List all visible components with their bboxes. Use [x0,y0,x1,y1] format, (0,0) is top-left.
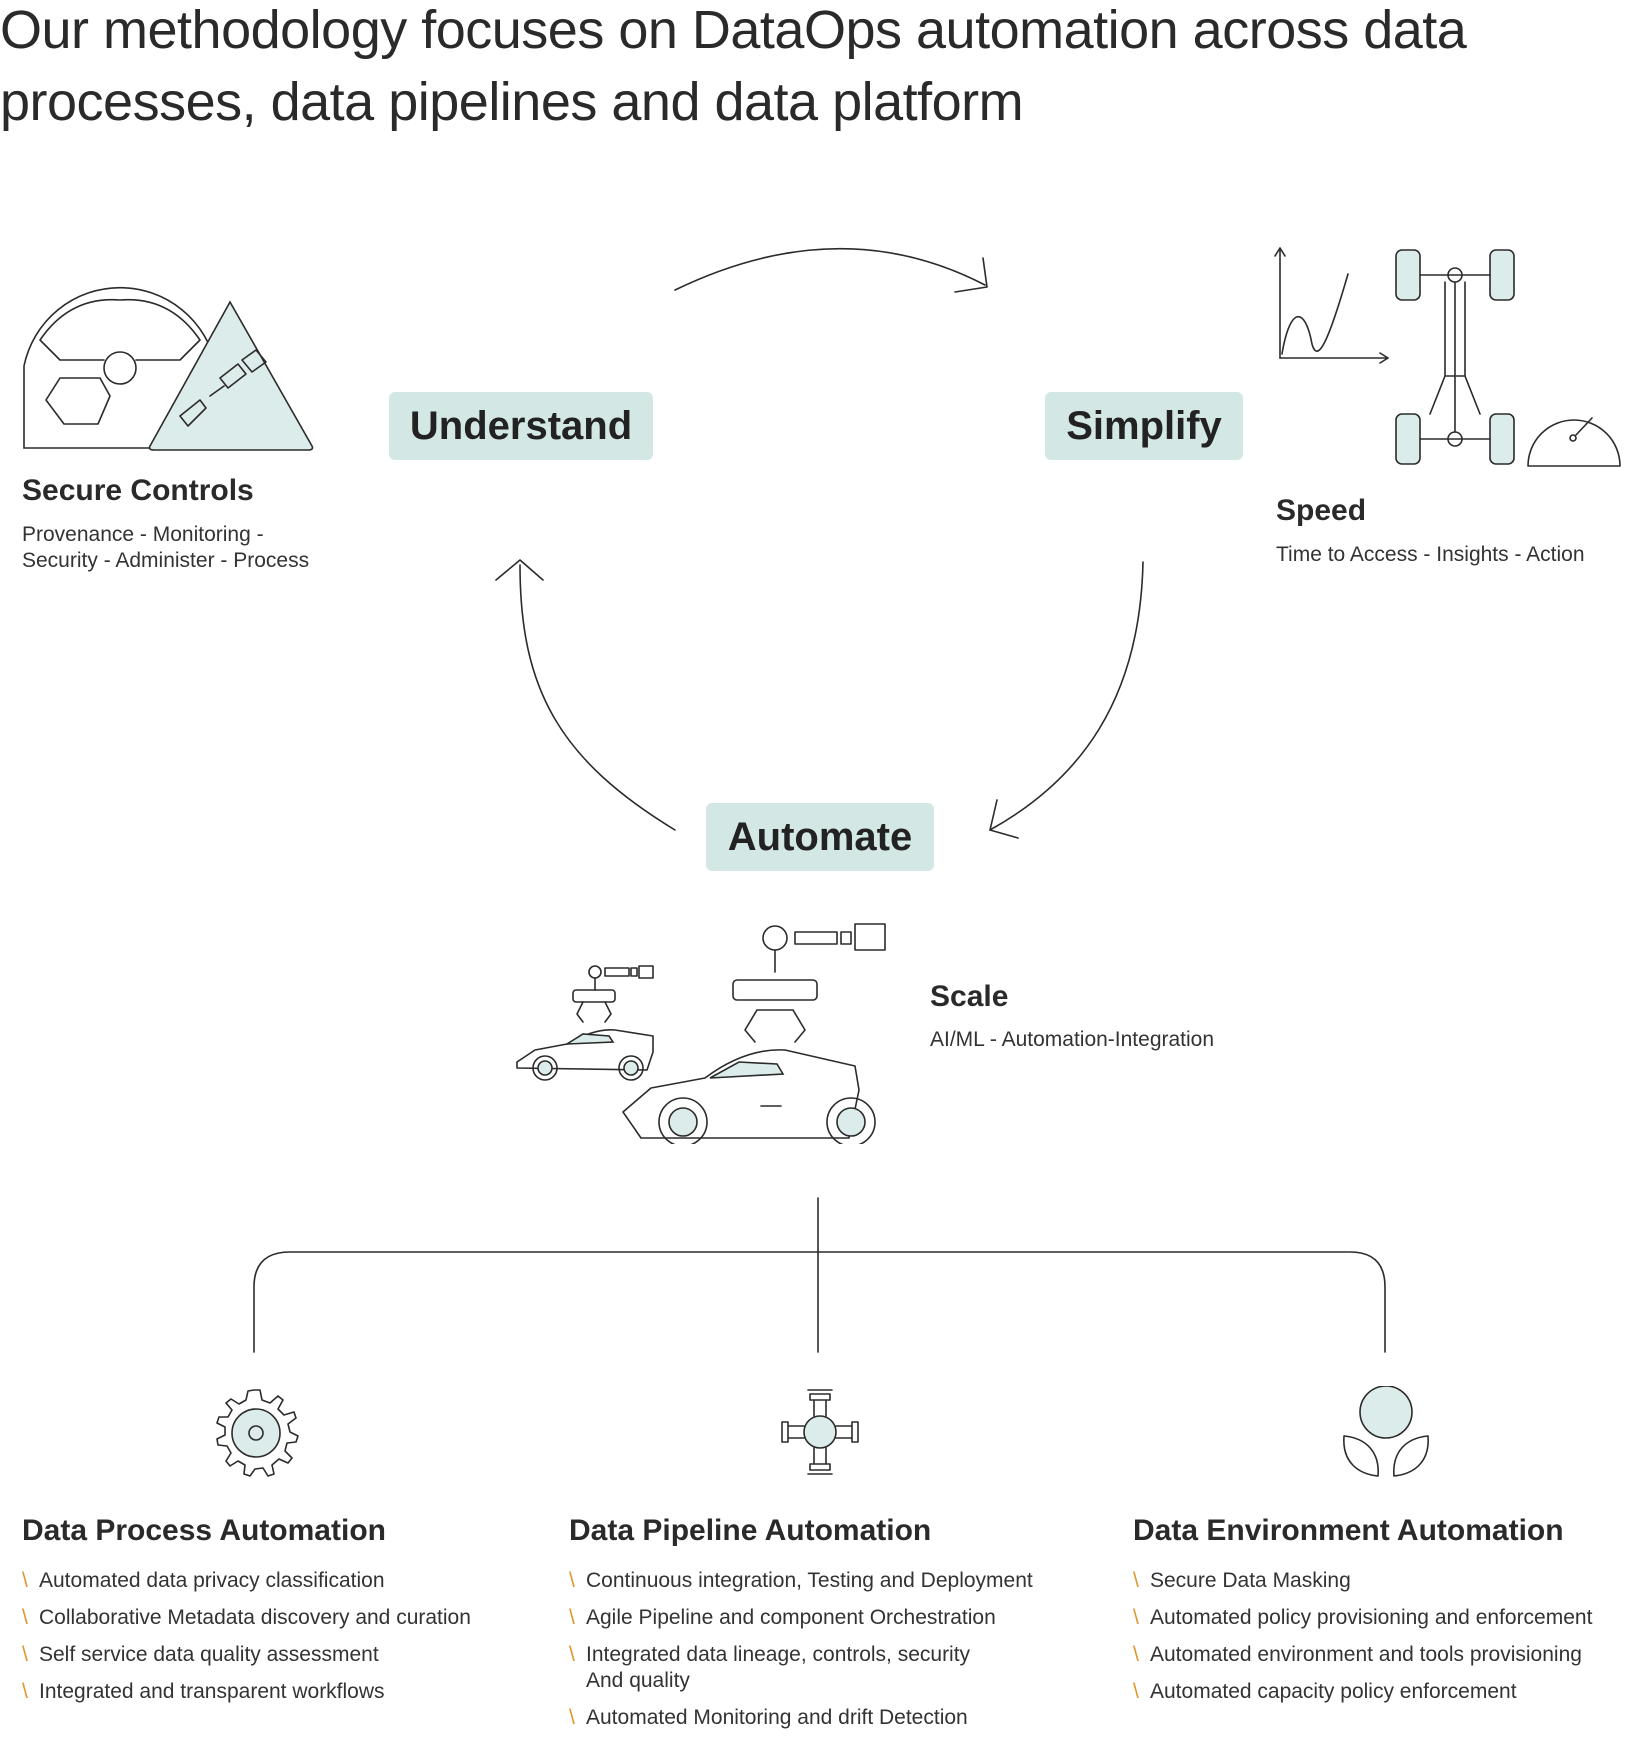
data-process-automation-title: Data Process Automation [22,1514,386,1547]
list-item: Continuous integration, Testing and Depl… [569,1568,1089,1594]
list-item: Automated policy provisioning and enforc… [1133,1605,1627,1631]
list-item: Self service data quality assessment [22,1642,542,1668]
speed-title: Speed [1276,494,1367,527]
plant-sprout-icon [1343,1386,1429,1477]
cycle-arrows [495,247,1144,839]
speed-subtitle: Time to Access - Insights - Action [1276,543,1585,566]
data-pipeline-automation-list: Continuous integration, Testing and Depl… [569,1568,1089,1742]
list-item: Integrated and transparent workflows [22,1679,542,1705]
page-title: Our methodology focuses on DataOps autom… [0,0,1467,132]
tree-connectors [253,1197,1386,1353]
data-environment-automation-title: Data Environment Automation [1133,1514,1564,1547]
list-item-continuation: And quality [586,1669,690,1692]
scale-subtitle: AI/ML - Automation-Integration [930,1028,1215,1051]
small-robot-arm [572,965,654,1023]
scale-title: Scale [930,980,1009,1013]
gear-icon [216,1389,299,1477]
list-item: Automated environment and tools provisio… [1133,1642,1627,1668]
speed-icon [1274,247,1621,467]
data-environment-automation-list: Secure Data Masking Automated policy pro… [1133,1568,1627,1716]
chassis-icon [1395,249,1515,465]
large-robot-arm [732,923,886,1043]
secure-controls-title: Secure Controls [22,474,254,507]
warning-triangle-icon [148,300,314,451]
secure-controls-line2: Security - Administer - Process [22,549,310,572]
automate-label: Automate [706,803,934,871]
list-item: Agile Pipeline and component Orchestrati… [569,1605,1089,1631]
data-process-automation-list: Automated data privacy classification Co… [22,1568,542,1716]
list-item: Collaborative Metadata discovery and cur… [22,1605,542,1631]
list-item: Integrated data lineage, controls, secur… [569,1642,1089,1668]
list-item: Secure Data Masking [1133,1568,1627,1594]
understand-label: Understand [389,392,653,460]
small-car-icon [516,1028,654,1081]
secure-controls-line1: Provenance - Monitoring - [22,523,264,546]
simplify-label: Simplify [1045,392,1243,460]
pipeline-junction-icon [781,1389,859,1475]
robot-cars-icon [516,923,886,1144]
gauge-icon [1527,417,1621,467]
steering-wheel-icon [23,286,314,451]
list-item: Automated capacity policy enforcement [1133,1679,1627,1705]
graph-icon [1274,247,1389,364]
list-item: Automated data privacy classification [22,1568,542,1594]
list-item: Automated Monitoring and drift Detection [569,1705,1089,1731]
data-pipeline-automation-title: Data Pipeline Automation [569,1514,932,1547]
large-car-icon [622,1049,876,1144]
